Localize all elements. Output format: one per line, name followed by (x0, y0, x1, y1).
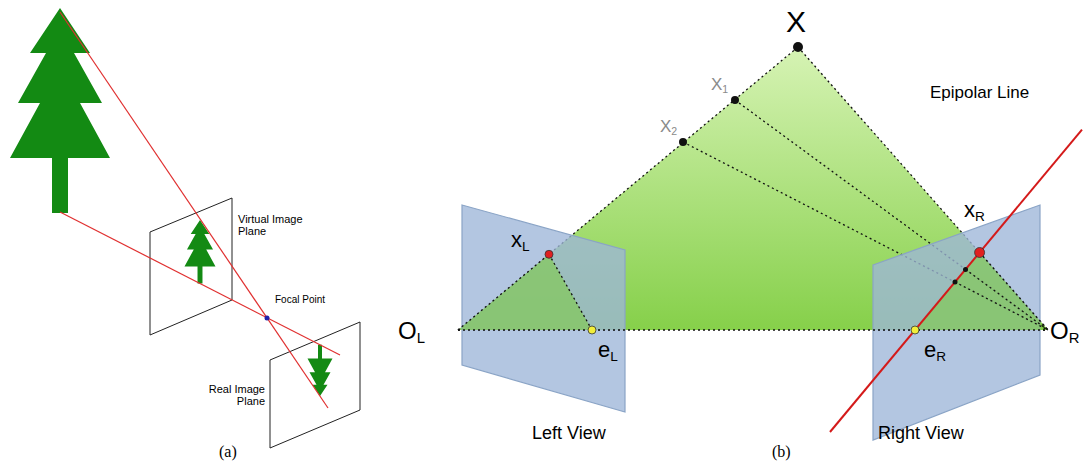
point-x (793, 42, 803, 52)
view-label: Left View (532, 424, 606, 443)
focal-point (265, 316, 270, 321)
point-label: Focal Point (275, 295, 325, 306)
epipolar-line (830, 130, 1082, 432)
tree (10, 8, 110, 213)
real-tree (308, 345, 333, 396)
epipolar-plane (458, 47, 1048, 330)
ray (60, 12, 328, 408)
ray (60, 212, 340, 355)
view-label: Right View (878, 424, 964, 443)
point-label: xL (511, 228, 530, 251)
virtual-tree (185, 220, 216, 284)
point-label: xR (964, 198, 985, 221)
left-plane-section (462, 254, 592, 330)
point-label: eR (924, 338, 946, 361)
panel-label: (b) (772, 444, 791, 461)
epipole-left (588, 326, 596, 334)
left-image-plane (462, 205, 625, 412)
line-label: Epipolar Line (930, 84, 1029, 102)
image-point-right (975, 248, 985, 258)
projected-point (953, 280, 958, 285)
real-image-plane (270, 322, 360, 448)
epipole-right (911, 326, 919, 334)
right-plane-section (915, 253, 1048, 331)
point-label: X1 (711, 76, 728, 94)
point-label: OR (1050, 318, 1079, 343)
projection-lines-front (458, 253, 1048, 331)
plane-label: Real Image Plane (205, 384, 265, 407)
virtual-image-plane (150, 198, 232, 335)
projection-lines (458, 47, 1048, 330)
point-x2 (679, 138, 687, 146)
point-x1 (731, 96, 739, 104)
plane-label: Virtual Image Plane (238, 214, 308, 237)
image-point-left (545, 250, 553, 258)
projected-point (963, 267, 968, 272)
point-label: X2 (660, 118, 677, 136)
point-label: X (786, 6, 806, 38)
point-label: OL (398, 318, 425, 343)
panel-label: (a) (219, 444, 237, 461)
point-label: eL (598, 338, 618, 361)
